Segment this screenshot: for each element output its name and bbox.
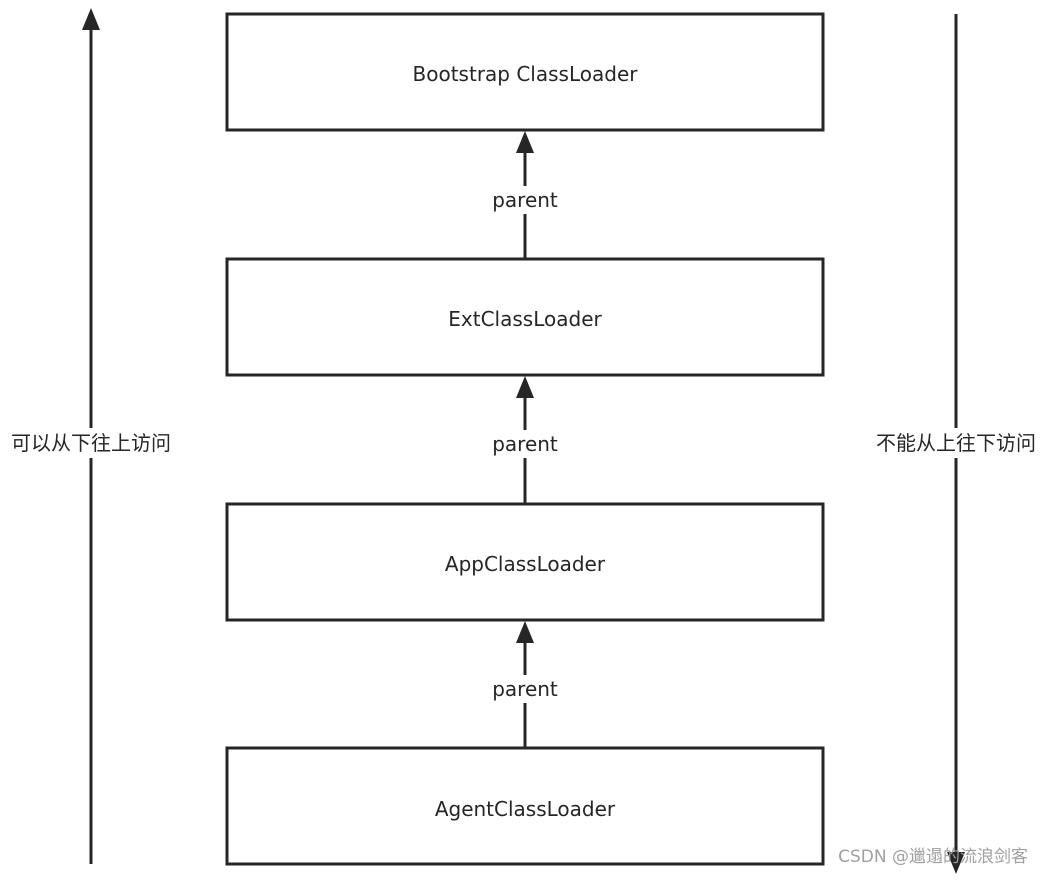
edge-arrowhead: [516, 131, 534, 153]
node-box: [225, 746, 825, 866]
node-ext-classloader: ExtClassLoader: [225, 257, 825, 377]
edge-label-bg: [488, 675, 562, 703]
node-bootstrap-classloader: Bootstrap ClassLoader: [225, 12, 825, 132]
edge-label-parent: parent: [492, 432, 558, 456]
edge-agent-to-app: parent: [488, 621, 562, 747]
right-axis: 不能从上往下访问: [868, 14, 1044, 874]
edge-app-to-ext: parent: [488, 376, 562, 503]
right-axis-arrowhead: [947, 852, 965, 874]
edge-arrowhead: [516, 621, 534, 643]
node-label: ExtClassLoader: [448, 307, 602, 331]
node-box: [225, 502, 825, 622]
node-label: Bootstrap ClassLoader: [413, 62, 639, 86]
watermark: CSDN @邋遢的流浪剑客: [838, 847, 1028, 867]
edge-ext-to-bootstrap: parent: [488, 131, 562, 258]
node-box: [225, 12, 825, 132]
edge-arrowhead: [516, 376, 534, 398]
node-agent-classloader: AgentClassLoader: [225, 746, 825, 866]
edge-label-parent: parent: [492, 188, 558, 212]
node-app-classloader: AppClassLoader: [225, 502, 825, 622]
left-axis-label: 可以从下往上访问: [11, 431, 171, 455]
node-label: AppClassLoader: [445, 552, 606, 576]
node-box: [225, 257, 825, 377]
left-axis: 可以从下往上访问: [4, 8, 180, 864]
edge-label-bg: [488, 186, 562, 214]
left-axis-arrowhead: [82, 8, 100, 30]
edge-label-parent: parent: [492, 677, 558, 701]
edge-label-bg: [488, 430, 562, 458]
left-axis-label-bg: [4, 428, 180, 458]
node-label: AgentClassLoader: [435, 797, 616, 821]
right-axis-label-bg: [868, 428, 1044, 458]
right-axis-label: 不能从上往下访问: [876, 431, 1036, 455]
